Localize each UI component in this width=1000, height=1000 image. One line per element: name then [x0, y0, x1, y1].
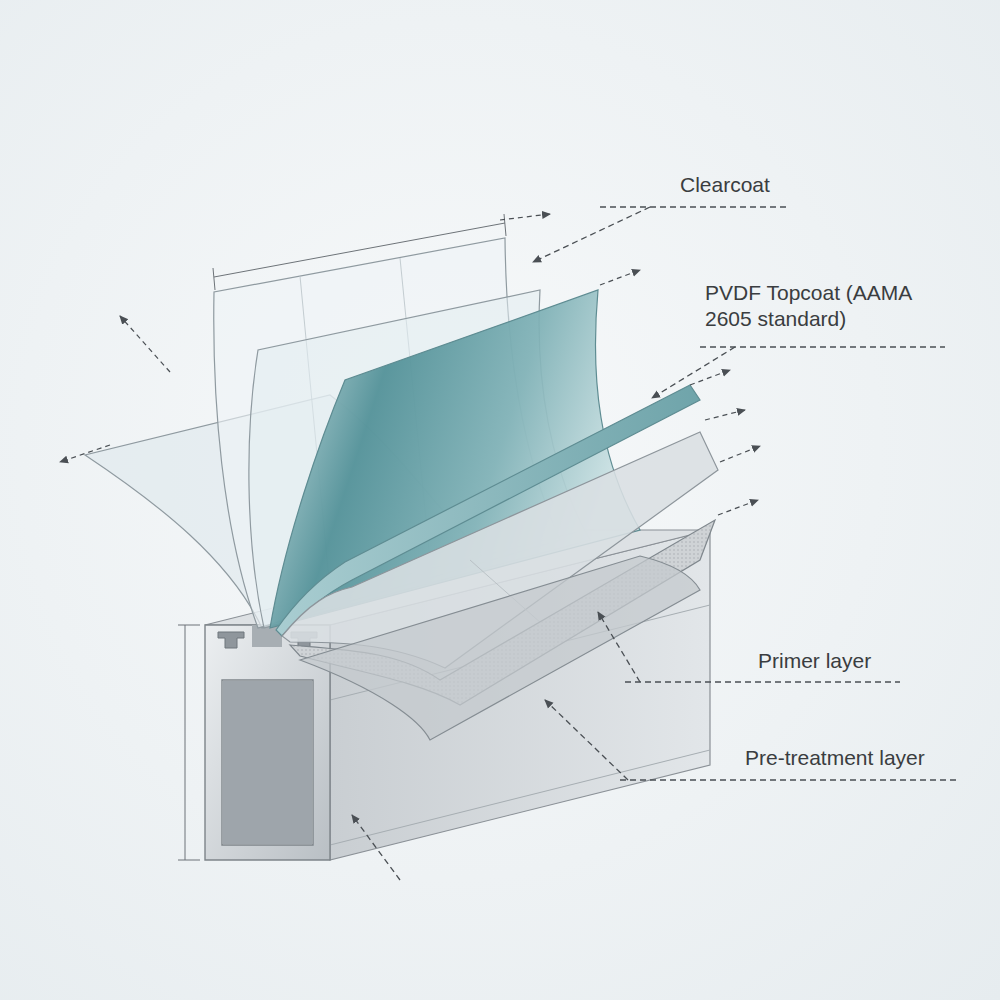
direction-arrow: [500, 214, 550, 220]
direction-arrow: [690, 370, 730, 385]
rail-hollow: [223, 681, 312, 844]
layer-label: Primer layer: [758, 648, 871, 674]
dimension-tick: [178, 625, 200, 626]
dimension-tick: [213, 268, 215, 290]
label-anchor: Clearcoat: [680, 172, 880, 198]
leader-line: [352, 815, 400, 880]
direction-arrow: [600, 270, 640, 285]
label-underline: [620, 779, 960, 780]
direction-arrow: [120, 316, 170, 372]
t-slot: [218, 632, 244, 648]
leader-line: [598, 612, 640, 682]
layer-label: PVDF Topcoat (AAMA 2605 standard): [705, 280, 955, 333]
label-anchor: Pre-treatment layer: [745, 745, 990, 771]
direction-arrow: [718, 500, 758, 515]
direction-arrow: [60, 445, 110, 462]
leader-line: [652, 347, 735, 398]
label-anchor: PVDF Topcoat (AAMA 2605 standard): [705, 280, 955, 333]
label-underline: [700, 346, 945, 347]
label-underline: [600, 206, 790, 207]
direction-arrow: [720, 446, 760, 462]
layer-label: Clearcoat: [680, 172, 770, 198]
label-anchor: Primer layer: [758, 648, 988, 674]
direction-arrow: [705, 410, 745, 420]
rail-edge-line: [330, 750, 710, 845]
leader-line: [533, 207, 650, 262]
curled-sheet: [300, 556, 700, 740]
label-underline: [625, 681, 900, 682]
dimension-tick: [178, 860, 200, 861]
leader-line: [545, 700, 628, 780]
dimension-line: [185, 625, 186, 860]
dimension-tick: [504, 214, 506, 236]
layer-label: Pre-treatment layer: [745, 745, 925, 771]
